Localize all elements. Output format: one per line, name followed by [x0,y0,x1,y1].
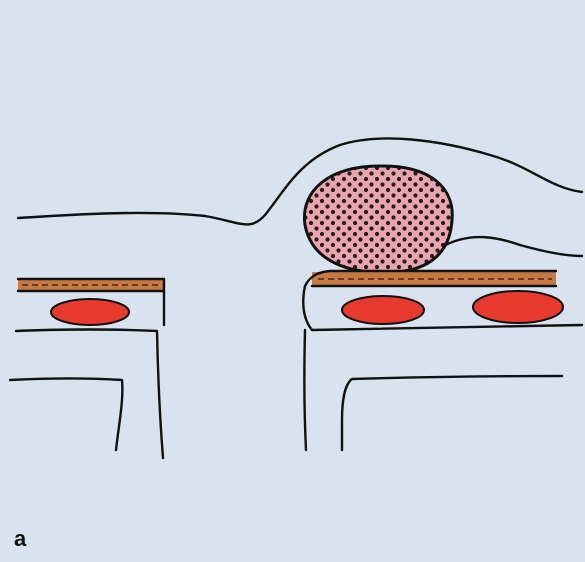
left-vessel [51,299,129,325]
right-vessel-2 [473,291,563,323]
dotted-mass [304,166,452,272]
right-fascia-band [305,271,556,286]
panel-label: a [14,526,26,552]
skin-surface-contour [18,138,582,224]
right-vessel-1 [342,296,424,324]
left-fascia-band [18,279,164,291]
skin-fold-line [440,237,582,256]
left-wall [10,379,122,451]
right-inner-wall [342,376,562,450]
right-wall [304,330,306,450]
